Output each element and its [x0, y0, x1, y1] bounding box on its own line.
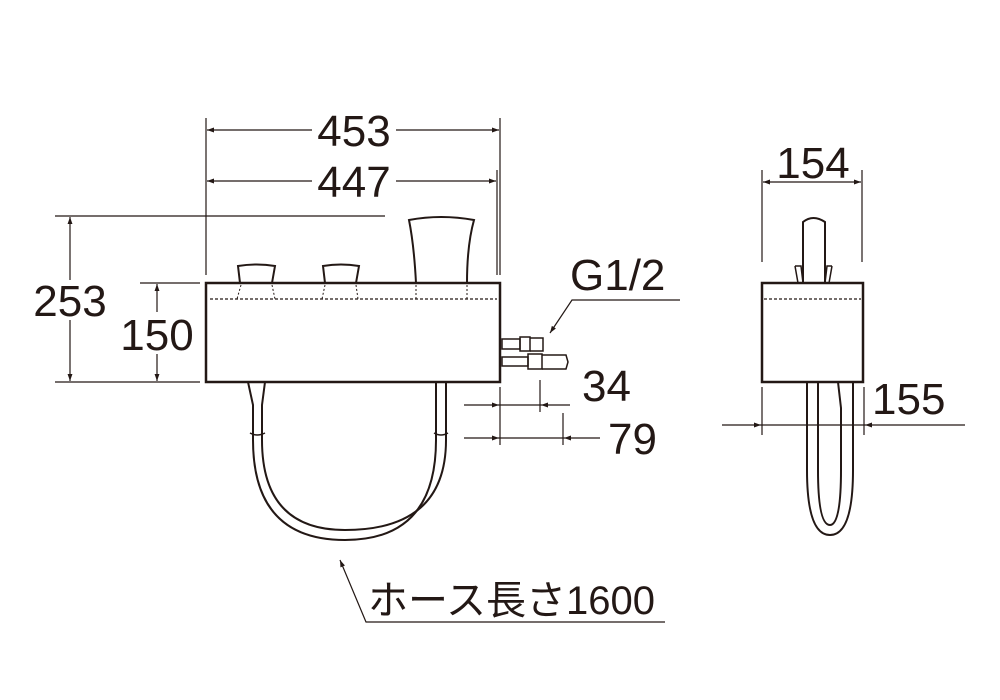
- body-side: [760, 281, 865, 384]
- inlet-fittings: [501, 336, 569, 370]
- dim-79: 79: [608, 415, 657, 464]
- label-g1-2: G1/2: [570, 251, 665, 300]
- dim-150: 150: [120, 311, 193, 360]
- dim-34: 34: [582, 362, 631, 411]
- handle-left: [236, 263, 277, 284]
- dim-155: 155: [872, 375, 945, 424]
- dim-447: 447: [317, 158, 390, 207]
- body-front: [204, 281, 502, 384]
- dim-154: 154: [776, 139, 849, 188]
- hose: [247, 381, 449, 542]
- front-dimensions: 453 447 253 150 G1/2 34 79 ホース長さ1600: [28, 107, 680, 623]
- handle-center: [321, 263, 361, 284]
- spout: [407, 216, 476, 284]
- side-view: 154 155: [722, 139, 965, 537]
- front-view: [204, 216, 569, 542]
- spout-side: [802, 217, 826, 283]
- dim-253: 253: [33, 277, 106, 326]
- dim-453: 453: [317, 107, 390, 156]
- label-hose-length: ホース長さ1600: [368, 579, 655, 623]
